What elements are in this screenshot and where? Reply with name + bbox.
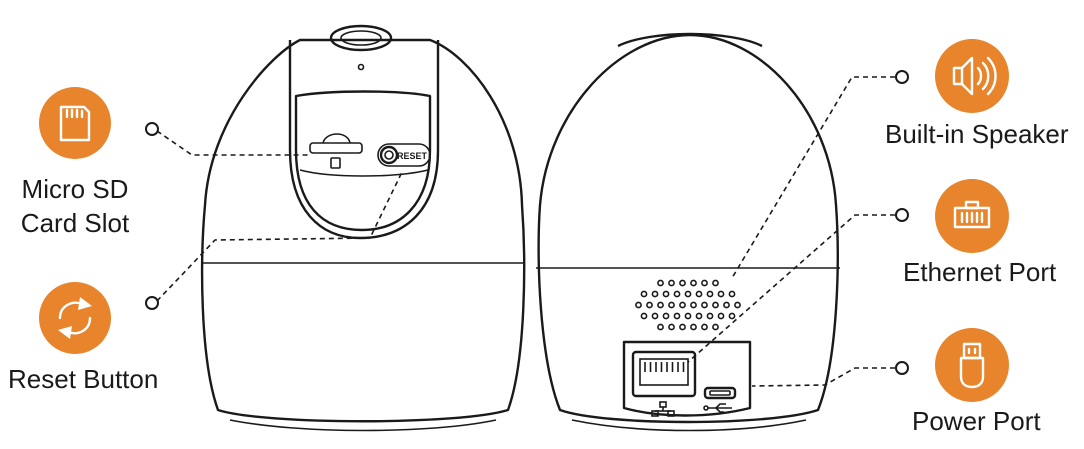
speaker-hole bbox=[701, 301, 708, 309]
leader-ethernet bbox=[687, 214, 895, 363]
reset-button-panel bbox=[377, 143, 431, 167]
speaker-hole bbox=[712, 279, 719, 287]
speaker-hole bbox=[690, 301, 697, 309]
speaker-hole bbox=[728, 312, 736, 320]
speaker-hole bbox=[717, 312, 725, 320]
camera-front-view: RESET bbox=[200, 24, 526, 432]
speaker-hole bbox=[679, 323, 686, 331]
speaker-hole bbox=[651, 312, 659, 320]
usb-symbol bbox=[703, 403, 732, 413]
speaker-hole bbox=[695, 312, 703, 320]
leader-micro-sd bbox=[156, 130, 308, 156]
leader-speaker bbox=[731, 76, 895, 279]
front-lens-inner bbox=[340, 30, 382, 46]
front-base bbox=[229, 419, 497, 432]
speaker-hole bbox=[635, 301, 642, 309]
micro-sd-slot-cover bbox=[322, 133, 351, 144]
speaker-hole bbox=[690, 279, 697, 287]
refresh-icon bbox=[39, 282, 111, 354]
ethernet-pins bbox=[644, 362, 685, 372]
front-face-contour bbox=[299, 169, 429, 177]
speaker-hole bbox=[723, 301, 730, 309]
back-body-outline bbox=[537, 33, 839, 424]
speaker-hole bbox=[657, 279, 664, 287]
speaker-hole bbox=[668, 323, 675, 331]
ethernet-symbol bbox=[651, 401, 675, 417]
speaker-hole bbox=[706, 290, 714, 298]
speaker-hole bbox=[662, 290, 670, 298]
builtin-speaker-label: Built-in Speaker bbox=[885, 119, 1069, 149]
speaker-hole bbox=[646, 301, 653, 309]
leader-dot-power bbox=[895, 361, 909, 375]
micro-sd-label: Micro SD Card Slot bbox=[0, 172, 150, 240]
camera-back-view bbox=[536, 32, 840, 432]
ethernet-icon bbox=[935, 179, 1009, 253]
speaker-hole bbox=[679, 279, 686, 287]
reset-button-core bbox=[384, 150, 394, 160]
ethernet-port-inner bbox=[639, 358, 689, 386]
front-lens-housing bbox=[329, 24, 393, 52]
leader-lines bbox=[145, 70, 909, 387]
speaker-icon bbox=[935, 39, 1009, 113]
speaker-hole bbox=[684, 312, 692, 320]
speaker-hole bbox=[701, 279, 708, 287]
back-top-cap bbox=[617, 32, 763, 48]
speaker-hole bbox=[712, 301, 719, 309]
ethernet-port bbox=[631, 350, 697, 398]
speaker-hole bbox=[684, 290, 692, 298]
speaker-hole bbox=[640, 290, 648, 298]
speaker-hole bbox=[657, 301, 664, 309]
speaker-hole bbox=[717, 290, 725, 298]
micro-sd-mark bbox=[330, 157, 341, 169]
front-body-outline bbox=[200, 38, 526, 423]
sd-card-icon bbox=[39, 87, 111, 159]
speaker-hole bbox=[668, 279, 675, 287]
leader-dot-speaker bbox=[895, 70, 909, 84]
usb-port bbox=[703, 386, 737, 400]
reset-button-hole bbox=[379, 145, 399, 165]
usb-icon bbox=[935, 328, 1009, 402]
power-port-label: Power Port bbox=[912, 406, 1041, 436]
back-base bbox=[571, 419, 807, 432]
micro-sd-label-line1: Micro SD bbox=[21, 174, 129, 204]
reset-marking: RESET bbox=[397, 151, 428, 161]
front-face-panel bbox=[294, 90, 432, 232]
usb-port-inner bbox=[709, 390, 731, 396]
leader-dot-micro-sd bbox=[145, 122, 159, 136]
speaker-hole bbox=[712, 323, 719, 331]
leader-reset bbox=[156, 171, 403, 302]
front-indicator-light bbox=[357, 63, 365, 71]
speaker-hole bbox=[673, 290, 681, 298]
reset-button-label: Reset Button bbox=[8, 364, 159, 394]
speaker-hole bbox=[651, 290, 659, 298]
speaker-hole bbox=[668, 301, 675, 309]
port-panel bbox=[622, 340, 752, 417]
speaker-hole bbox=[657, 323, 664, 331]
micro-sd-label-line2: Card Slot bbox=[20, 208, 130, 238]
leader-dot-ethernet bbox=[895, 208, 909, 222]
speaker-hole bbox=[695, 290, 703, 298]
speaker-grille bbox=[635, 279, 741, 331]
speaker-hole bbox=[673, 312, 681, 320]
speaker-hole bbox=[679, 301, 686, 309]
speaker-hole bbox=[728, 290, 736, 298]
speaker-hole bbox=[734, 301, 741, 309]
leader-power bbox=[751, 367, 895, 387]
speaker-hole bbox=[690, 323, 697, 331]
speaker-hole bbox=[701, 323, 708, 331]
speaker-hole bbox=[640, 312, 648, 320]
speaker-hole bbox=[662, 312, 670, 320]
speaker-hole bbox=[706, 312, 714, 320]
micro-sd-slot bbox=[309, 142, 363, 154]
ethernet-port-label: Ethernet Port bbox=[903, 257, 1057, 287]
leader-dot-reset bbox=[145, 296, 159, 310]
